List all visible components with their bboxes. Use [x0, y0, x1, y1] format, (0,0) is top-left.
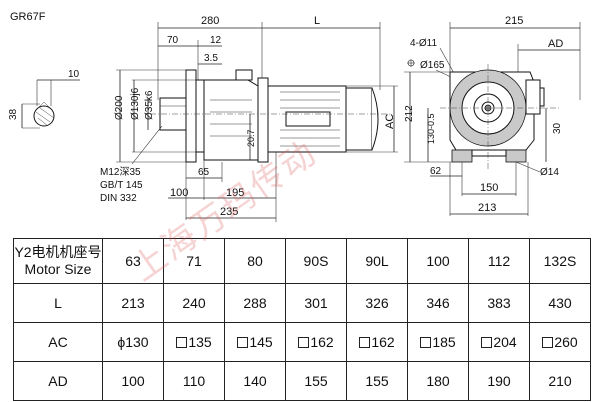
table-cell: 301	[285, 283, 347, 323]
table-cell: 210	[529, 361, 591, 401]
row-label: L	[13, 283, 103, 323]
size-cell: 80	[224, 238, 286, 284]
header-label-en: Motor Size	[24, 261, 92, 277]
dim-38: 38	[8, 108, 19, 120]
row-label: AC	[13, 322, 103, 362]
dim-213: 213	[478, 202, 496, 214]
dim-130: Ø130j6	[130, 87, 141, 120]
table-cell: ϕ130	[102, 322, 164, 362]
square-icon	[176, 337, 188, 348]
side-view: 280 L 70 12 3.5	[100, 15, 398, 222]
header-label-cell: Y2电机机座号 Motor Size	[13, 238, 103, 284]
table-row-L: L 213 240 288 301 326 346 383 430	[13, 283, 591, 323]
dim-65: 65	[198, 167, 210, 178]
dim-20-7: 20.7	[246, 129, 256, 147]
dim-165: Ø165	[420, 60, 445, 71]
table-cell: 326	[346, 283, 408, 323]
size-cell: 63	[102, 238, 164, 284]
table-row-AD: AD 100 110 140 155 155 180 190 210	[13, 361, 591, 401]
dim-150: 150	[480, 182, 498, 194]
table-cell: 110	[163, 361, 225, 401]
table-cell: 185	[407, 322, 469, 362]
foot-right	[505, 149, 527, 163]
dim-100: 100	[170, 187, 188, 199]
dim-14: Ø14	[540, 167, 559, 178]
table-cell: 135	[163, 322, 225, 362]
dim-200: Ø200	[114, 95, 125, 120]
flange	[185, 69, 197, 163]
table-cell: 213	[102, 283, 164, 323]
table-cell: 162	[346, 322, 408, 362]
motor-fan-cover	[345, 87, 373, 151]
front-view: 215 AD 4-Ø11 Ø165 212 130-0.5	[404, 15, 581, 216]
note-standard-gb: GB/T 145	[100, 180, 143, 191]
table-cell: 140	[224, 361, 286, 401]
dim-70: 70	[167, 35, 179, 46]
size-cell: 90L	[346, 238, 408, 284]
dim-4-holes: 4-Ø11	[410, 38, 437, 49]
dim-215: 215	[505, 15, 523, 27]
table-cell: 155	[285, 361, 347, 401]
square-icon	[542, 337, 554, 348]
table-cell: 240	[163, 283, 225, 323]
dim-280: 280	[201, 15, 219, 27]
dim-235: 235	[220, 206, 238, 218]
terminal-box	[525, 79, 541, 115]
dim-35: Ø35k6	[144, 90, 155, 120]
note-standard-din: DIN 332	[100, 193, 137, 204]
dim-30: 30	[552, 122, 563, 134]
dim-212: 212	[404, 105, 415, 122]
size-cell: 100	[407, 238, 469, 284]
note-center-hole: M12深35	[100, 166, 141, 178]
square-icon	[298, 337, 310, 348]
table-header-row: Y2电机机座号 Motor Size 63 71 80 90S 90L 100 …	[13, 238, 591, 284]
dim-10: 10	[68, 69, 80, 80]
table-cell: 430	[529, 283, 591, 323]
header-label-cn: Y2电机机座号	[14, 244, 102, 260]
dim-12: 12	[210, 35, 222, 46]
dim-AC: AC	[384, 114, 396, 129]
square-icon	[420, 337, 432, 348]
size-cell: 90S	[285, 238, 347, 284]
dim-AD: AD	[548, 38, 563, 50]
table-row-AC: AC ϕ130 135 145 162 162 185 204 260	[13, 322, 591, 362]
technical-drawing: GR67F 10 38 280 L 70 12 3.5	[8, 11, 581, 222]
table-cell: 346	[407, 283, 469, 323]
motor-size-table: Y2电机机座号 Motor Size 63 71 80 90S 90L 100 …	[13, 238, 591, 401]
table-cell: 190	[468, 361, 530, 401]
square-icon	[481, 337, 493, 348]
table-cell: 155	[346, 361, 408, 401]
foot-left	[451, 149, 473, 163]
table-cell: 383	[468, 283, 530, 323]
table-cell: 180	[407, 361, 469, 401]
dim-62: 62	[430, 166, 442, 177]
square-icon	[237, 337, 249, 348]
row-label: AD	[13, 361, 103, 401]
square-icon	[359, 337, 371, 348]
shaft-section: 10 38	[8, 69, 80, 129]
dim-130-tolerance: 130-0.5	[426, 113, 436, 144]
dim-195: 195	[226, 187, 244, 199]
model-label: GR67F	[10, 11, 46, 23]
dim-3-5: 3.5	[204, 53, 218, 64]
table-cell: 162	[285, 322, 347, 362]
dim-L: L	[314, 15, 320, 27]
table-cell: 260	[529, 322, 591, 362]
size-cell: 132S	[529, 238, 591, 284]
table-cell: 288	[224, 283, 286, 323]
size-cell: 112	[468, 238, 530, 284]
table-cell: 145	[224, 322, 286, 362]
size-cell: 71	[163, 238, 225, 284]
table-cell: 100	[102, 361, 164, 401]
table-cell: 204	[468, 322, 530, 362]
